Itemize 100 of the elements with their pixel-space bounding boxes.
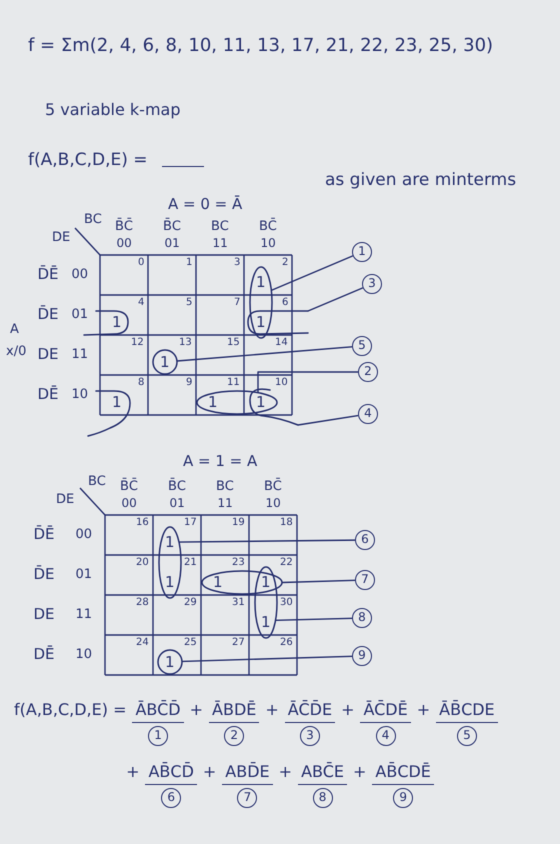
column-header: B̄C xyxy=(163,218,181,236)
callout-number: 8 xyxy=(352,608,372,628)
group-loop xyxy=(196,390,278,415)
map-heading: A = 1 = A xyxy=(183,452,258,472)
axis-label: BC xyxy=(84,212,102,228)
cell-index: 14 xyxy=(275,337,288,348)
margin-note: x/0 xyxy=(6,344,26,360)
cell-index: 30 xyxy=(280,597,293,608)
callout-number: 9 xyxy=(352,646,372,666)
leader-line xyxy=(182,656,352,662)
cell-value: 1 xyxy=(112,394,122,412)
cell-value: 1 xyxy=(208,394,218,412)
row-code: 00 xyxy=(76,528,92,542)
row-code: 10 xyxy=(76,648,92,662)
term-text: ĀC̄DĒ xyxy=(360,700,411,723)
note-text: as given are minterms xyxy=(325,169,516,192)
callout-number: 4 xyxy=(376,726,396,746)
row-header: D̄E xyxy=(38,305,59,324)
cell-index: 31 xyxy=(232,597,245,608)
cell-index: 12 xyxy=(131,337,144,348)
group-loop xyxy=(249,266,273,339)
term-text: ABD̄E xyxy=(222,762,273,785)
plus-sign: + xyxy=(416,700,430,721)
callout-number: 4 xyxy=(358,404,378,424)
cell-index: 6 xyxy=(282,297,288,308)
column-code: 00 xyxy=(116,237,132,251)
cell-index: 21 xyxy=(184,557,197,568)
term-text: AB̄CDĒ xyxy=(372,762,434,785)
plus-sign: + xyxy=(190,700,204,721)
callout-number: 6 xyxy=(161,788,182,808)
cell-index: 3 xyxy=(234,257,240,268)
term-text: AB̄CD̄ xyxy=(145,762,197,785)
row-header: DE xyxy=(38,345,59,364)
cell-index: 1 xyxy=(186,257,192,268)
column-header: B̄C̄ xyxy=(115,218,133,236)
row-code: 01 xyxy=(72,308,88,322)
cell-index: 25 xyxy=(184,637,197,648)
callout-number: 5 xyxy=(456,726,477,746)
column-code: 11 xyxy=(212,237,228,251)
cell-index: 26 xyxy=(280,637,293,648)
callout-number: 9 xyxy=(393,788,414,808)
cell-index: 8 xyxy=(138,377,144,388)
cell-index: 5 xyxy=(186,297,192,308)
cell-value: 1 xyxy=(261,614,271,632)
plus-sign: + xyxy=(202,762,216,783)
cell-index: 24 xyxy=(136,637,149,648)
leader-line xyxy=(298,414,358,426)
column-code: 00 xyxy=(122,497,137,511)
row-code: 00 xyxy=(72,268,88,282)
leader-line xyxy=(308,287,364,312)
leader-line xyxy=(179,539,355,543)
axis-label: DE xyxy=(56,492,74,508)
cell-index: 2 xyxy=(282,257,288,268)
callout-number: 2 xyxy=(224,726,244,746)
cell-index: 16 xyxy=(136,517,149,528)
equation-text: f(A,B,C,D,E) = xyxy=(14,700,126,721)
column-code: 10 xyxy=(260,237,276,251)
column-header: B̄C̄ xyxy=(120,478,138,496)
column-code: 01 xyxy=(170,497,185,511)
cell-value: 1 xyxy=(256,314,266,332)
group-loop xyxy=(152,349,178,375)
callout-number: 3 xyxy=(300,726,320,746)
term-text: ĀC̄D̄E xyxy=(284,700,336,723)
margin-note: A xyxy=(10,322,19,338)
cell-index: 4 xyxy=(138,297,144,308)
plus-sign: + xyxy=(278,762,292,783)
row-header: D̄E xyxy=(34,565,55,584)
leader-line xyxy=(282,580,356,584)
row-header: DĒ xyxy=(38,385,59,404)
cell-value: 1 xyxy=(256,274,266,292)
row-code: 11 xyxy=(72,348,88,362)
cell-index: 27 xyxy=(232,637,245,648)
row-header: D̄Ē xyxy=(34,525,55,544)
term-text: ĀBDĒ xyxy=(209,700,260,723)
column-code: 11 xyxy=(218,497,233,511)
cell-value: 1 xyxy=(165,574,175,592)
row-code: 10 xyxy=(72,388,88,402)
plus-sign: + xyxy=(352,762,366,783)
cell-value: 1 xyxy=(160,354,170,372)
callout-number: 8 xyxy=(312,788,333,808)
leader-line xyxy=(271,255,354,292)
cell-index: 0 xyxy=(138,257,144,268)
cell-index: 15 xyxy=(227,337,240,348)
term-text: ĀB̄CDE xyxy=(436,700,498,723)
callout-number: 6 xyxy=(355,530,375,550)
leader-line xyxy=(257,371,358,393)
cell-index: 9 xyxy=(186,377,192,388)
callout-number: 3 xyxy=(362,274,382,294)
cell-index: 20 xyxy=(136,557,149,568)
column-code: 10 xyxy=(266,497,281,511)
group-loop xyxy=(201,570,283,595)
axis-label: DE xyxy=(52,230,70,246)
leader-line xyxy=(176,346,352,362)
note-text: 5 variable k-map xyxy=(45,100,180,120)
cell-index: 18 xyxy=(280,517,293,528)
callout-number: 1 xyxy=(148,726,168,746)
cell-index: 13 xyxy=(179,337,192,348)
group-loop xyxy=(254,566,278,639)
cell-index: 28 xyxy=(136,597,149,608)
equation-text: f(A,B,C,D,E) = xyxy=(28,149,148,172)
